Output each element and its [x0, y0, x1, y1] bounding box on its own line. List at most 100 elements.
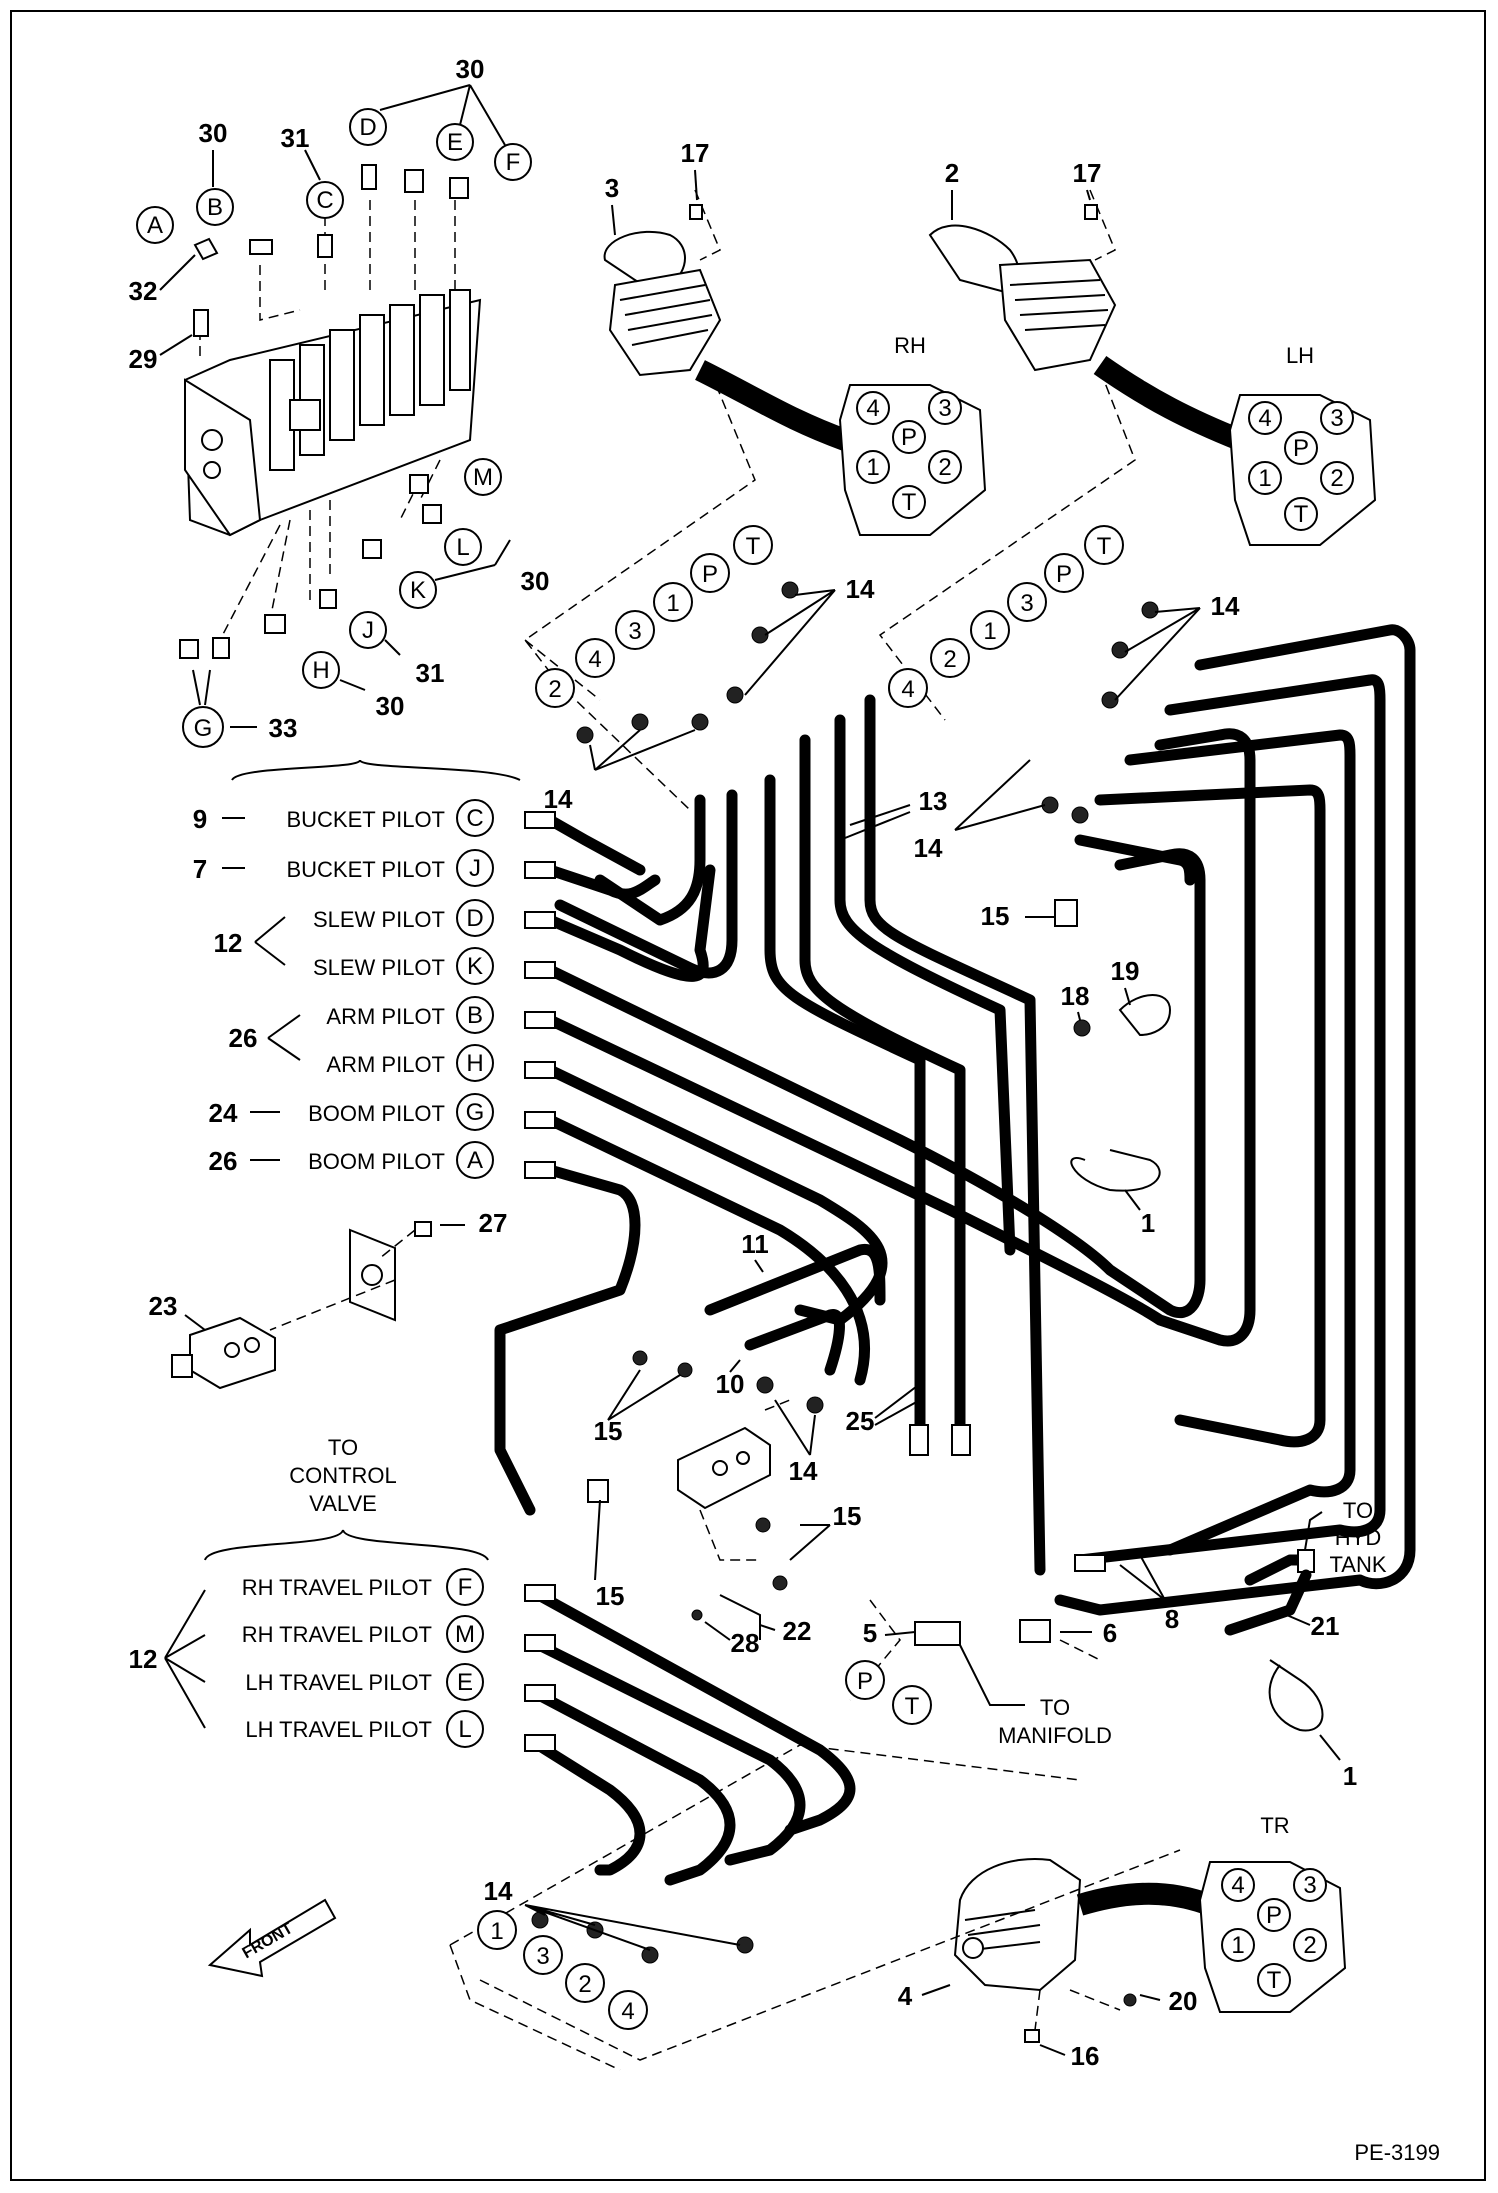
to-hyd-tank-line-0: TO — [1343, 1498, 1373, 1523]
callout-24: 24 — [209, 1098, 238, 1128]
port-L-label: L — [456, 534, 469, 561]
callout-31b: 31 — [416, 658, 445, 688]
callout-2: 2 — [945, 158, 959, 188]
port-K-label: K — [410, 577, 426, 604]
pilot-port-1: J — [469, 855, 481, 882]
port-D-label: D — [359, 114, 376, 141]
callout-19: 19 — [1111, 956, 1140, 986]
hoses — [494, 624, 1416, 1886]
tr-joystick — [953, 1858, 1214, 2043]
rh-pin-3: 3 — [938, 395, 951, 422]
rh-joystick — [603, 189, 849, 451]
to-manifold-line-0: TO — [1040, 1695, 1070, 1720]
lh-tag-1: 1 — [983, 618, 996, 645]
rh-tag-2: 2 — [548, 676, 561, 703]
callout-25: 25 — [846, 1406, 875, 1436]
callout-7: 7 — [193, 854, 207, 884]
hose-fittings — [524, 811, 1106, 1752]
travel-port-3: L — [458, 1716, 471, 1743]
callout-20: 20 — [1169, 1986, 1198, 2016]
pilot-label-6: BOOM PILOT — [308, 1101, 445, 1126]
callout-14f: 14 — [484, 1876, 513, 1906]
pilot-label-7: BOOM PILOT — [308, 1149, 445, 1174]
tr-tag-4: 4 — [621, 1998, 634, 2025]
pilot-label-4: ARM PILOT — [326, 1004, 445, 1029]
callout-13: 13 — [919, 786, 948, 816]
callout-5: 5 — [863, 1618, 877, 1648]
callout-30d: 30 — [376, 691, 405, 721]
pilot-port-4: B — [467, 1002, 483, 1029]
lh-connector: 4 3 P 1 2 T — [1228, 394, 1377, 546]
callout-10: 10 — [716, 1369, 745, 1399]
pilot-label-0: BUCKET PILOT — [286, 807, 445, 832]
callout-30c: 30 — [521, 566, 550, 596]
lh-tag-2: 2 — [943, 646, 956, 673]
pilot-port-3: K — [467, 953, 483, 980]
rh-pin-P: P — [901, 424, 917, 451]
callout-30a: 30 — [456, 54, 485, 84]
rh-pin-2: 2 — [938, 454, 951, 481]
pilot-label-1: BUCKET PILOT — [286, 857, 445, 882]
port-E-label: E — [447, 129, 463, 156]
rh-port-tags: 2 4 3 1 P T — [535, 525, 773, 708]
tr-title: TR — [1260, 1813, 1289, 1838]
tee-fittings — [849, 1599, 1101, 1701]
port-G-label: G — [194, 715, 213, 742]
tr-pin-2: 2 — [1303, 1932, 1316, 1959]
lh-pin-4: 4 — [1258, 405, 1271, 432]
pilot-line-labels: 9 BUCKET PILOT C 7 BUCKET PILOT J 12 SLE… — [193, 799, 494, 1179]
callout-30b: 30 — [199, 118, 228, 148]
callout-18: 18 — [1061, 981, 1090, 1011]
callout-15b: 15 — [594, 1416, 623, 1446]
to-control-valve-line-0: TO — [328, 1435, 358, 1460]
lh-tag-P: P — [1056, 561, 1072, 588]
tr-pin-P: P — [1266, 1902, 1282, 1929]
tr-connector: 4 3 P 1 2 T — [1198, 1861, 1347, 2013]
lh-title: LH — [1286, 343, 1314, 368]
callout-1a: 1 — [1141, 1208, 1155, 1238]
callout-1b: 1 — [1343, 1761, 1357, 1791]
port-C-label: C — [316, 187, 333, 214]
callout-16: 16 — [1071, 2041, 1100, 2071]
rh-tag-4: 4 — [588, 646, 601, 673]
lh-pin-1: 1 — [1258, 465, 1271, 492]
callout-8: 8 — [1165, 1604, 1179, 1634]
port-M-label: M — [473, 464, 493, 491]
to-hyd-tank-line-2: TANK — [1329, 1552, 1386, 1577]
callout-11: 11 — [741, 1229, 769, 1259]
callout-31a: 31 — [281, 123, 310, 153]
pilot-port-6: G — [466, 1099, 485, 1126]
rh-pin-4: 4 — [866, 395, 879, 422]
lh-tag-4: 4 — [901, 676, 914, 703]
tr-tag-3: 3 — [536, 1943, 549, 1970]
pilot-port-0: C — [466, 805, 483, 832]
clamp-parts — [1070, 994, 1172, 1192]
control-valve-assembly — [183, 289, 482, 537]
page-code: PE-3199 — [1354, 2140, 1440, 2165]
to-control-valve-line-1: CONTROL — [289, 1463, 397, 1488]
tr-pin-3: 3 — [1303, 1872, 1316, 1899]
callout-32: 32 — [129, 276, 158, 306]
valve-callouts: 30 30 31 32 29 30 31 30 33 — [129, 54, 550, 743]
callout-22: 22 — [783, 1616, 812, 1646]
lh-tag-T: T — [1097, 533, 1112, 560]
rh-tag-3: 3 — [628, 618, 641, 645]
callout-21: 21 — [1311, 1611, 1340, 1641]
callout-33: 33 — [269, 713, 298, 743]
callout-14b: 14 — [1211, 591, 1240, 621]
port-J-label: J — [362, 617, 374, 644]
valve-fittings — [179, 164, 469, 659]
callout-15c: 15 — [596, 1581, 625, 1611]
travel-port-0: F — [458, 1574, 473, 1601]
travel-label-3: LH TRAVEL PILOT — [245, 1717, 432, 1742]
to-hyd-tank-line-1: HYD — [1335, 1525, 1381, 1550]
callout-15d: 15 — [833, 1501, 862, 1531]
lh-pin-P: P — [1293, 435, 1309, 462]
port-H-label: H — [312, 657, 329, 684]
pilot-port-2: D — [466, 905, 483, 932]
manifold-tag-T: T — [905, 1693, 920, 1720]
manifold-tag-P: P — [857, 1668, 873, 1695]
to-manifold-line-1: MANIFOLD — [998, 1723, 1112, 1748]
callout-26a: 26 — [229, 1023, 258, 1053]
pilot-label-3: SLEW PILOT — [313, 955, 445, 980]
